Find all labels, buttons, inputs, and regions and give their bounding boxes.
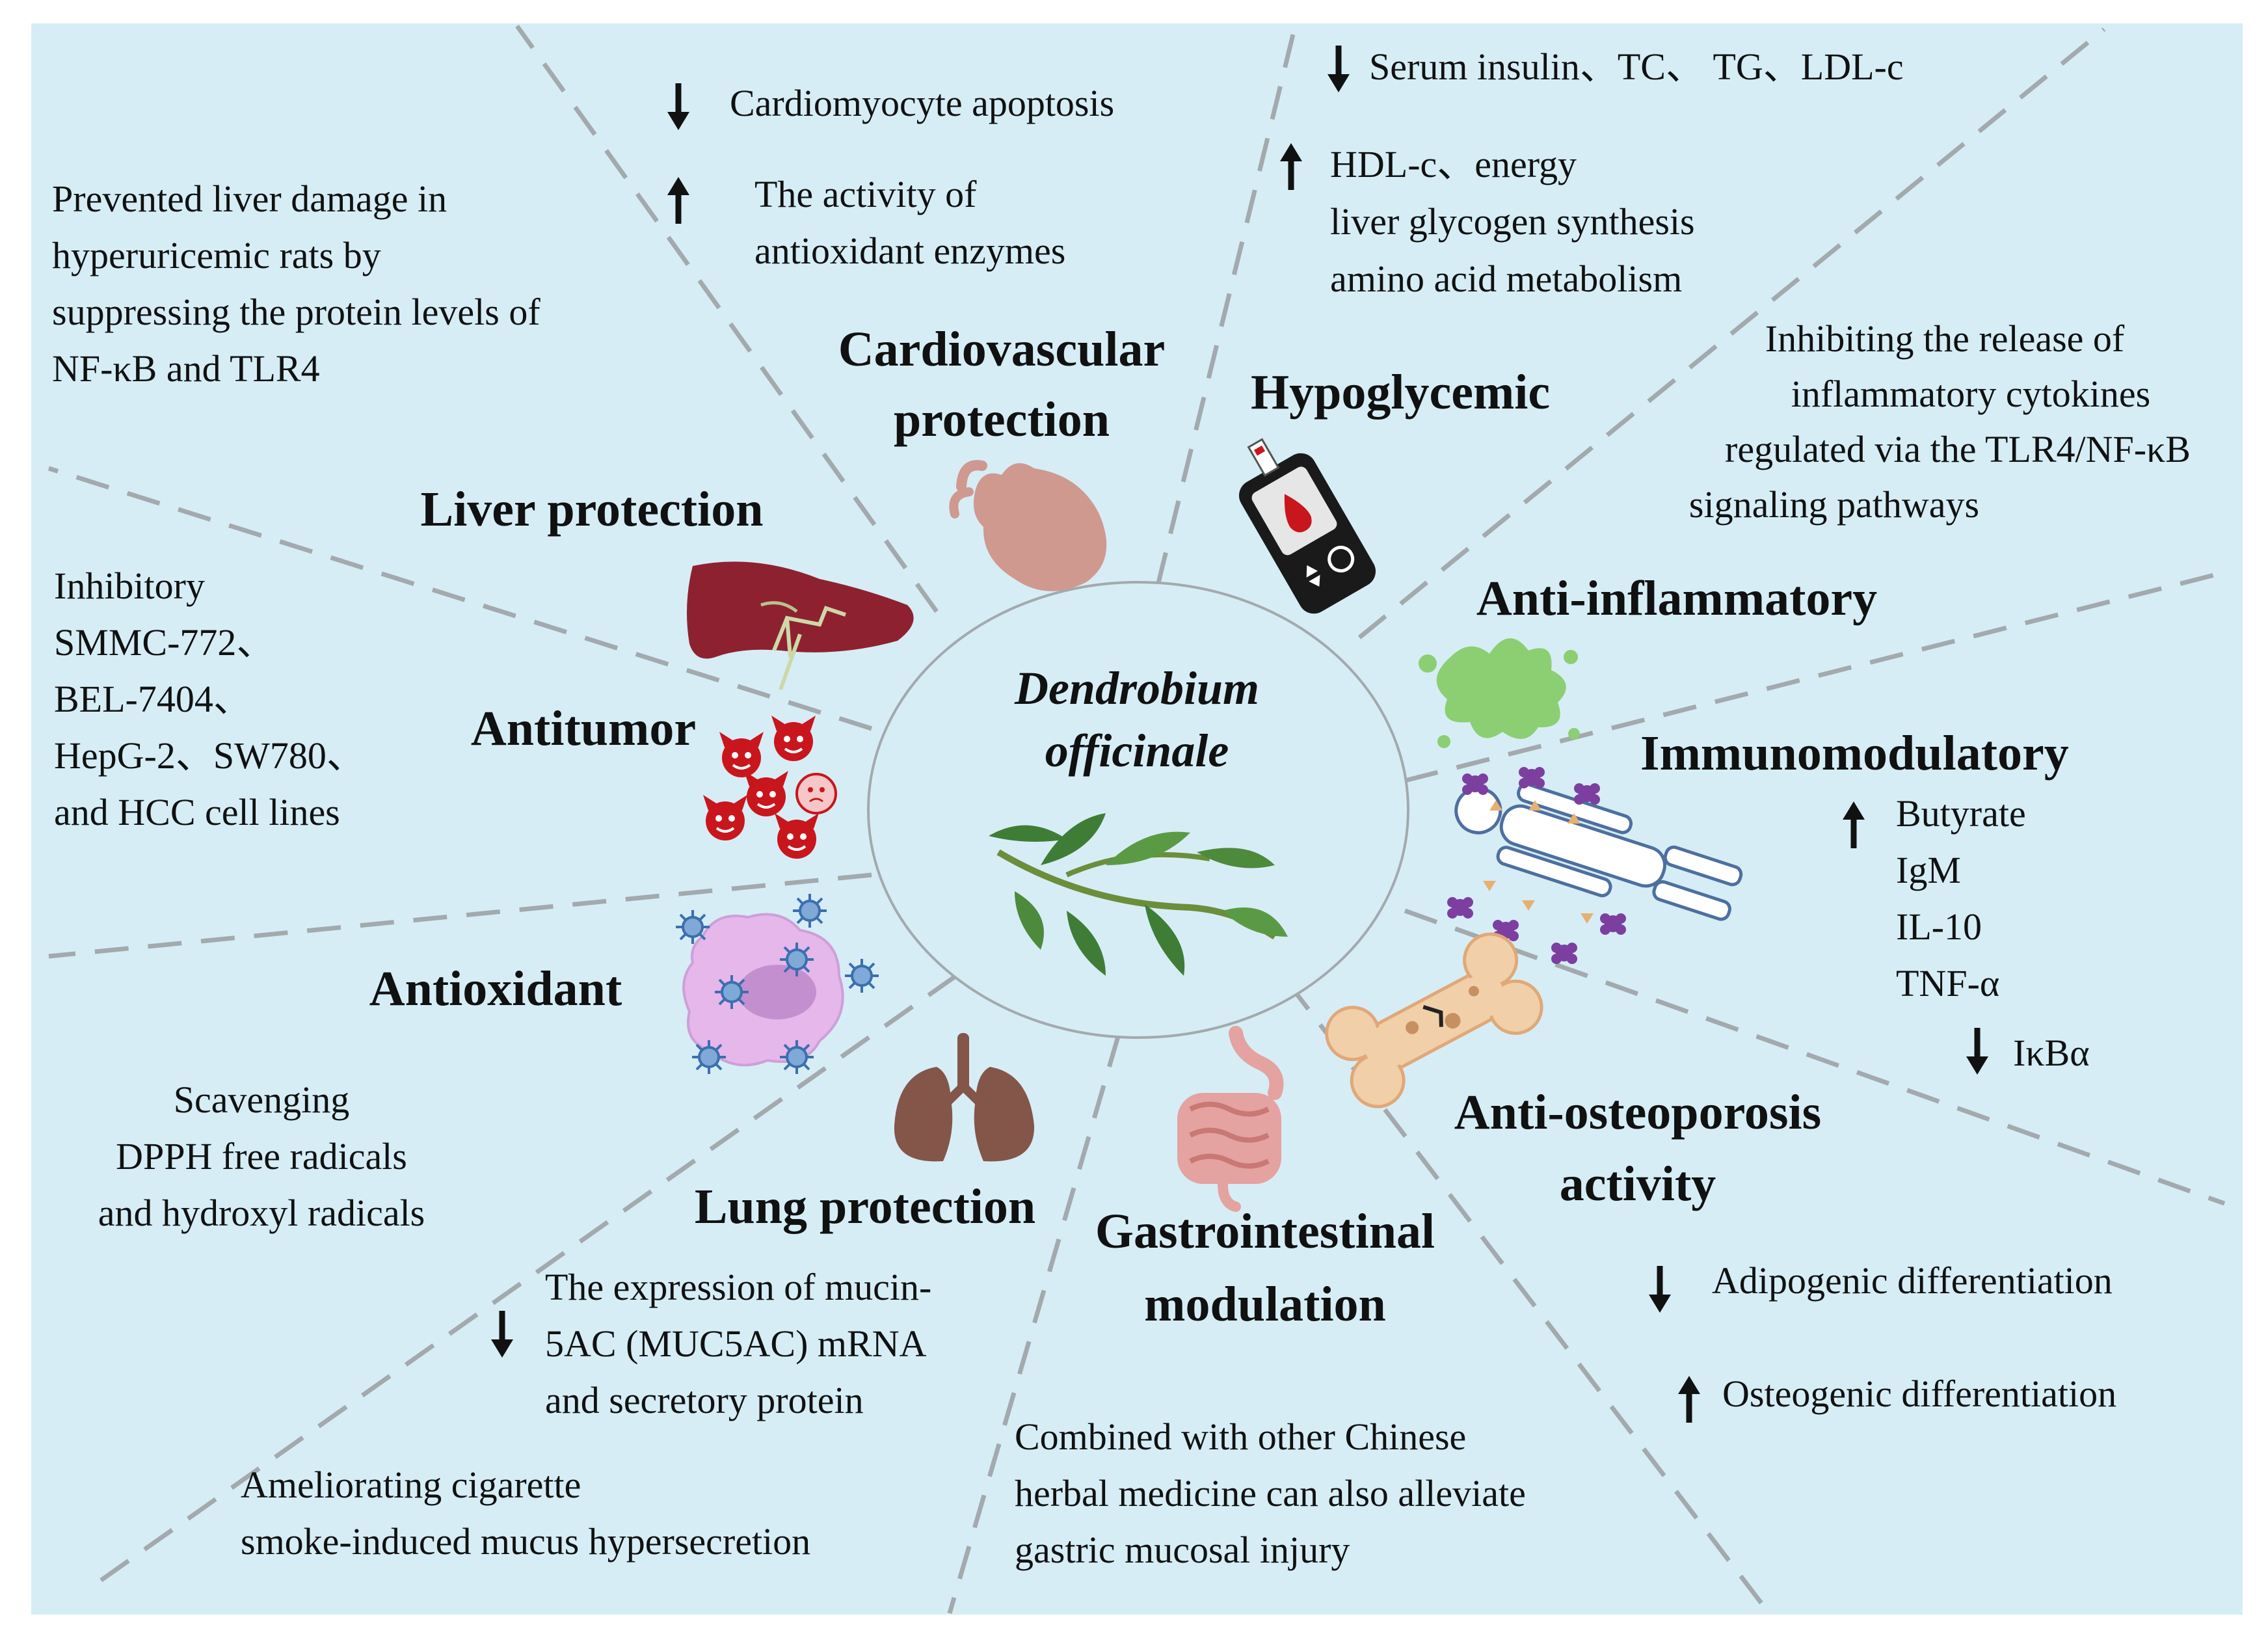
liver-text-line3: suppressing the protein levels of [52,291,540,333]
spoke-line [515,24,939,613]
lung-item1-line3: and secretory protein [545,1379,864,1421]
lung-item1-line1: The expression of mucin- [545,1266,931,1308]
anti-inflammatory-text-line1: Inhibiting the release of [1765,317,2125,360]
gastrointestinal-heading-line2: modulation [1144,1277,1386,1332]
antioxidant-heading: Antioxidant [369,961,622,1016]
anti-osteoporosis-heading-line2: activity [1560,1157,1716,1211]
immunomodulatory-up-item: IgM [1896,849,1961,891]
antioxidant-cell-icon [674,893,880,1075]
cardiovascular-item2-line1: The activity of [754,173,977,215]
gastrointestinal-text-line3: gastric mucosal injury [1015,1529,1350,1571]
cardiovascular-heading-line1: Cardiovascular [838,322,1165,377]
liver-section: Prevented liver damage in hyperuricemic … [52,178,914,690]
antitumor-text-line3: BEL-7404、 [54,678,251,720]
gastrointestinal-text-line1: Combined with other Chinese [1015,1416,1466,1458]
spoke-line [89,974,958,1589]
spoke-line [1357,27,2106,639]
anti-osteoporosis-item1: Adipogenic differentiation [1712,1259,2113,1302]
gastrointestinal-text-line2: herbal medicine can also alleviate [1015,1472,1526,1514]
spoke-line [48,872,872,959]
antioxidant-section: Antioxidant Scavenging DPPH free radical… [98,893,880,1234]
cardiovascular-heading-line2: protection [894,392,1110,447]
spoke-line [47,466,873,731]
glucose-meter-icon [1238,438,1376,614]
bone-icon [1325,932,1543,1108]
immunomodulatory-heading: Immunomodulatory [1640,726,2069,781]
lung-icon [894,1033,1035,1162]
hypoglycemic-section: Serum insulin、TC、 TG、LDL-c HDL-c、energy … [1238,46,1904,614]
antioxidant-text-line3: and hydroxyl radicals [98,1192,425,1234]
antitumor-section: Inhibitory SMMC-772、 BEL-7404、 HepG-2、SW… [54,565,837,860]
immune-human-icon [1447,767,1743,964]
hypoglycemic-item2-line3: amino acid metabolism [1330,258,1682,300]
immunomodulatory-up-item: IL-10 [1896,906,1982,948]
antitumor-text-line1: Inhibitory [54,565,205,607]
spoke-line [1404,908,2226,1206]
lung-text-line2: smoke-induced mucus hypersecretion [241,1520,810,1563]
hypoglycemic-item1: Serum insulin、TC、 TG、LDL-c [1369,46,1904,88]
antitumor-text-line5: and HCC cell lines [54,791,340,833]
center-ellipse [867,581,1409,1039]
anti-osteoporosis-section: Anti-osteoporosis activity Adipogenic di… [1325,932,2116,1423]
hypoglycemic-heading: Hypoglycemic [1251,365,1550,420]
center-title-line1: Dendrobium [1014,662,1259,714]
immunomodulatory-up-item: Butyrate [1896,792,2026,835]
lung-text-line1: Ameliorating cigarette [241,1464,581,1506]
immunomodulatory-down-item: IκBα [2013,1032,2090,1074]
cardiovascular-item2-line2: antioxidant enzymes [754,230,1065,272]
inflammation-splat-icon [1419,638,1580,748]
immunomodulatory-section: Immunomodulatory Butyrate IgM IL-10 TNF-… [1447,726,2090,1075]
lung-section: Lung protection The expression of mucin-… [241,1033,1035,1563]
cardiovascular-item1: Cardiomyocyte apoptosis [730,82,1114,124]
spoke-line [947,1034,1121,1614]
hypoglycemic-item2-line2: liver glycogen synthesis [1330,200,1695,243]
cardiovascular-section: Cardiomyocyte apoptosis The activity of … [667,82,1165,591]
dendrobium-plant-icon [989,813,1288,976]
spoke-line [1404,570,2225,783]
gastrointestinal-heading-line1: Gastrointestinal [1095,1204,1435,1259]
anti-inflammatory-text-line3: regulated via the TLR4/NF-κB [1725,428,2191,470]
antitumor-text-line4: HepG-2、SW780、 [54,734,364,777]
anti-inflammatory-heading: Anti-inflammatory [1476,571,1877,626]
immunomodulatory-up-item: TNF-α [1896,962,1999,1004]
antitumor-text-line2: SMMC-772、 [54,621,274,664]
lung-heading: Lung protection [695,1179,1035,1234]
stomach-intestine-icon [1177,1026,1284,1212]
liver-text-line1: Prevented liver damage in [52,178,447,220]
center-title-line2: officinale [1045,725,1229,777]
liver-heading: Liver protection [421,482,764,537]
antitumor-heading: Antitumor [471,701,696,756]
tumor-cells-icon [702,714,837,860]
anti-osteoporosis-item2: Osteogenic differentiation [1722,1373,2116,1415]
hypoglycemic-item2-line1: HDL-c、energy [1330,143,1577,185]
lung-item1-line2: 5AC (MUC5AC) mRNA [545,1322,927,1365]
antioxidant-text-line1: Scavenging [174,1079,350,1121]
spoke-line [1155,29,1297,586]
gastrointestinal-section: Gastrointestinal modulation Combined wit… [1015,1026,1526,1571]
anti-inflammatory-section: Inhibiting the release of inflammatory c… [1419,317,2191,748]
antioxidant-text-line2: DPPH free radicals [116,1135,407,1177]
heart-icon [949,460,1107,591]
anti-inflammatory-text-line2: inflammatory cytokines [1791,373,2150,415]
liver-text-line2: hyperuricemic rats by [52,234,381,276]
anti-osteoporosis-heading-line1: Anti-osteoporosis [1454,1085,1821,1140]
anti-inflammatory-text-line4: signaling pathways [1689,483,1979,526]
liver-icon [687,561,914,690]
liver-text-line4: NF-κB and TLR4 [52,347,320,390]
